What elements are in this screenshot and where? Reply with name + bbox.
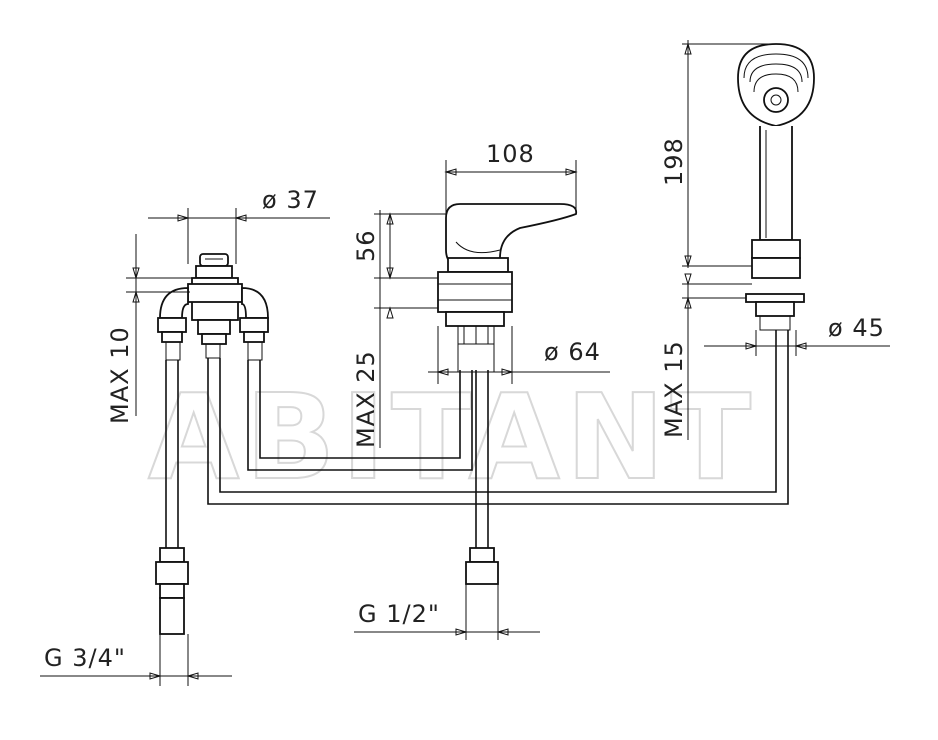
hoses bbox=[155, 330, 789, 686]
dim-thread-g12: G 1/2" bbox=[358, 600, 440, 628]
dim-diameter-45: ø 45 bbox=[828, 314, 885, 342]
dim-height-198: 198 bbox=[660, 137, 688, 186]
dim-height-56: 56 bbox=[352, 229, 380, 262]
dim-diameter-37: ø 37 bbox=[262, 186, 319, 214]
dim-max-15: MAX 15 bbox=[660, 340, 688, 438]
dim-max-10: MAX 10 bbox=[106, 326, 134, 424]
dim-width-108: 108 bbox=[486, 140, 535, 168]
dimension-lines bbox=[40, 40, 890, 680]
dim-diameter-64: ø 64 bbox=[544, 338, 601, 366]
hand-shower bbox=[737, 43, 815, 331]
dim-thread-g34: G 3/4" bbox=[44, 644, 126, 672]
dim-max-25: MAX 25 bbox=[352, 350, 380, 448]
mixer bbox=[437, 203, 578, 372]
diverter-valve bbox=[157, 253, 269, 361]
